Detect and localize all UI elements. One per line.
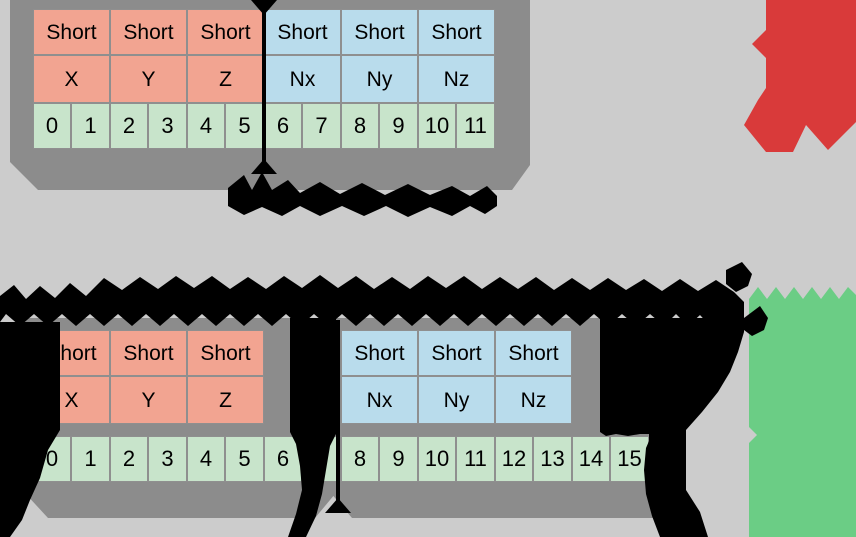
bottom-type-cell-y[interactable]: Short <box>110 330 187 376</box>
bottom-position-table: Short Short Short X Y Z <box>33 330 264 424</box>
bottom-index-cell-13[interactable]: 13 <box>533 436 572 482</box>
bottom-index-row: 0 1 2 3 4 5 6 7 8 9 10 11 12 13 14 15 <box>33 436 649 482</box>
bottom-index-cell-4[interactable]: 4 <box>187 436 225 482</box>
top-index-cell-4[interactable]: 4 <box>187 103 225 149</box>
bottom-index-table: 0 1 2 3 4 5 6 7 8 9 10 11 12 13 14 15 <box>33 436 649 482</box>
top-name-cell-nz[interactable]: Nz <box>418 55 495 103</box>
bottom-index-cell-9[interactable]: 9 <box>379 436 418 482</box>
bottom-right-type-row: Short Short Short <box>341 330 572 376</box>
bottom-index-cell-12[interactable]: 12 <box>495 436 533 482</box>
top-index-cell-3[interactable]: 3 <box>148 103 187 149</box>
bottom-index-cell-1[interactable]: 1 <box>71 436 110 482</box>
top-divider-cap-top <box>251 0 277 15</box>
bottom-type-cell-nz[interactable]: Short <box>495 330 572 376</box>
top-index-cell-6[interactable]: 6 <box>264 103 302 149</box>
bottom-left-name-row: X Y Z <box>33 376 264 424</box>
bottom-index-cell-6[interactable]: 6 <box>264 436 302 482</box>
top-index-cell-9[interactable]: 9 <box>379 103 418 149</box>
top-name-cell-y[interactable]: Y <box>110 55 187 103</box>
green-polygon-shape <box>749 287 856 537</box>
top-index-cell-2[interactable]: 2 <box>110 103 148 149</box>
top-type-cell-x[interactable]: Short <box>33 9 110 55</box>
top-name-cell-x[interactable]: X <box>33 55 110 103</box>
bottom-index-cell-14[interactable]: 14 <box>572 436 610 482</box>
top-name-cell-z[interactable]: Z <box>187 55 264 103</box>
bottom-index-cell-5[interactable]: 5 <box>225 436 264 482</box>
bottom-name-cell-nz[interactable]: Nz <box>495 376 572 424</box>
occlusion-band-middle-shape <box>0 275 744 330</box>
top-type-cell-z[interactable]: Short <box>187 9 264 55</box>
top-index-cell-10[interactable]: 10 <box>418 103 456 149</box>
bottom-name-cell-z[interactable]: Z <box>187 376 264 424</box>
bottom-right-name-row: Nx Ny Nz <box>341 376 572 424</box>
bottom-index-row-right-edge <box>649 434 652 488</box>
top-type-cell-ny[interactable]: Short <box>341 9 418 55</box>
top-type-cell-nx[interactable]: Short <box>264 9 341 55</box>
bottom-index-cell-2[interactable]: 2 <box>110 436 148 482</box>
bottom-normal-table: Short Short Short Nx Ny Nz <box>341 330 572 424</box>
top-group-divider <box>262 0 266 167</box>
top-divider-cap-bottom <box>251 159 277 174</box>
occlusion-band-lower-right-shape <box>600 318 744 537</box>
bottom-type-cell-ny[interactable]: Short <box>418 330 495 376</box>
bottom-name-cell-ny[interactable]: Ny <box>418 376 495 424</box>
bottom-index-cell-3[interactable]: 3 <box>148 436 187 482</box>
bottom-index-cell-11[interactable]: 11 <box>456 436 495 482</box>
occlusion-speck-right-shape <box>726 262 752 292</box>
bottom-index-cell-10[interactable]: 10 <box>418 436 456 482</box>
occlusion-band-upper-shape <box>228 172 497 217</box>
bottom-type-cell-nx[interactable]: Short <box>341 330 418 376</box>
bottom-index-cell-15[interactable]: 15 <box>610 436 649 482</box>
top-type-cell-y[interactable]: Short <box>110 9 187 55</box>
bottom-group-divider <box>336 320 340 510</box>
bottom-name-cell-nx[interactable]: Nx <box>341 376 418 424</box>
top-index-cell-7[interactable]: 7 <box>302 103 341 149</box>
top-index-cell-8[interactable]: 8 <box>341 103 379 149</box>
top-index-cell-11[interactable]: 11 <box>456 103 495 149</box>
top-index-cell-0[interactable]: 0 <box>33 103 71 149</box>
top-name-cell-nx[interactable]: Nx <box>264 55 341 103</box>
bottom-tail-panel <box>650 434 686 488</box>
bottom-divider-cap-bottom <box>325 498 351 513</box>
bottom-index-cell-0[interactable]: 0 <box>33 436 71 482</box>
red-polygon-shape <box>744 0 856 152</box>
bottom-name-cell-y[interactable]: Y <box>110 376 187 424</box>
bottom-index-cell-8[interactable]: 8 <box>341 436 379 482</box>
bottom-left-type-row: Short Short Short <box>33 330 264 376</box>
bottom-type-cell-z[interactable]: Short <box>187 330 264 376</box>
bottom-name-cell-x[interactable]: X <box>33 376 110 424</box>
top-index-cell-1[interactable]: 1 <box>71 103 110 149</box>
top-type-cell-nz[interactable]: Short <box>418 9 495 55</box>
occlusion-speck-right-lower-shape <box>744 306 768 336</box>
top-name-cell-ny[interactable]: Ny <box>341 55 418 103</box>
bottom-type-cell-x[interactable]: Short <box>33 330 110 376</box>
top-index-cell-5[interactable]: 5 <box>225 103 264 149</box>
